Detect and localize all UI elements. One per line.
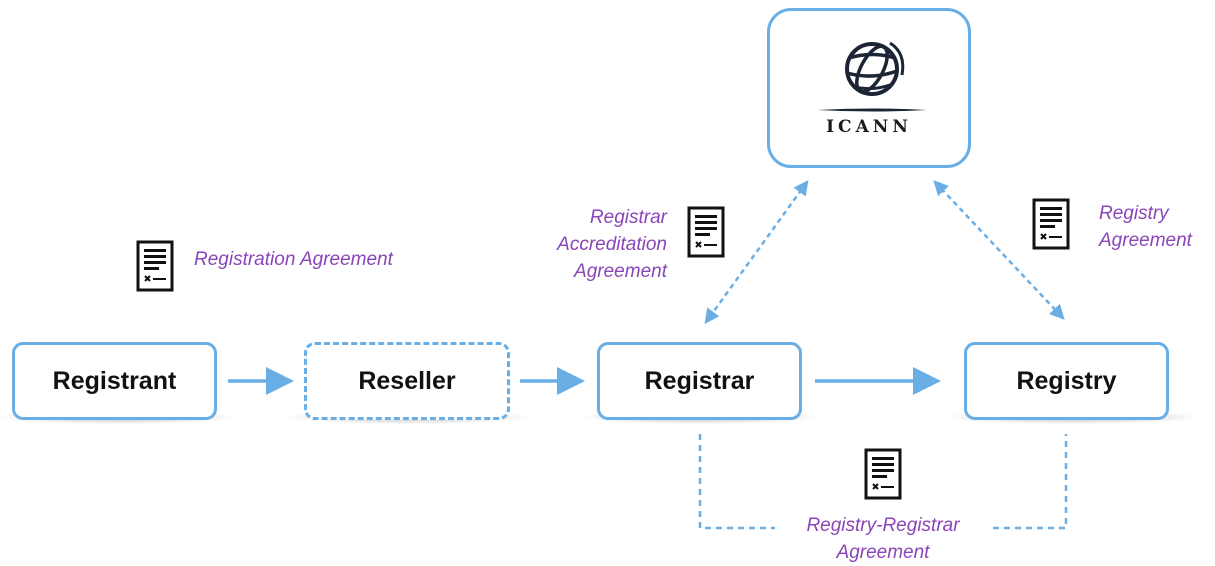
registrar-accreditation-line-1: Registrar xyxy=(589,207,667,228)
registry-registrar-line-2: Agreement xyxy=(836,542,930,563)
connector-icann-registrar xyxy=(704,179,809,325)
registrar-accreditation-agreement-label: Registrar Accreditation Agreement xyxy=(520,204,667,285)
document-icon xyxy=(864,448,902,500)
registry-box: Registry xyxy=(964,342,1169,420)
registrar-accreditation-line-3: Agreement xyxy=(574,261,667,282)
document-icon xyxy=(136,240,174,292)
registrant-label: Registrant xyxy=(52,366,177,395)
connector-registry-registrar-right xyxy=(993,434,1068,530)
registry-label: Registry xyxy=(1016,366,1117,395)
globe-icon xyxy=(845,41,905,96)
document-icon xyxy=(1032,198,1070,250)
registry-agreement-line-1: Registry xyxy=(1099,203,1169,224)
registry-registrar-line-1: Registry-Registrar xyxy=(806,515,960,536)
logo-underline xyxy=(817,108,927,112)
registration-agreement-label: Registration Agreement xyxy=(194,246,393,273)
icann-box: ICANN xyxy=(767,8,971,168)
connector-registry-registrar-left xyxy=(698,434,775,530)
registration-agreement-text: Registration Agreement xyxy=(194,249,393,270)
registrar-label: Registrar xyxy=(644,366,755,395)
icann-label: ICANN xyxy=(826,117,912,137)
connector-icann-registry xyxy=(933,180,1065,320)
reseller-box: Reseller xyxy=(304,342,510,420)
registrar-accreditation-line-2: Accreditation xyxy=(557,234,667,255)
registrar-box: Registrar xyxy=(597,342,802,420)
document-icon xyxy=(687,206,725,258)
registry-agreement-label: Registry Agreement xyxy=(1099,200,1192,254)
registry-registrar-agreement-label: Registry-Registrar Agreement xyxy=(778,512,988,566)
registrant-box: Registrant xyxy=(12,342,217,420)
reseller-label: Reseller xyxy=(358,366,456,395)
registry-agreement-line-2: Agreement xyxy=(1099,230,1192,251)
